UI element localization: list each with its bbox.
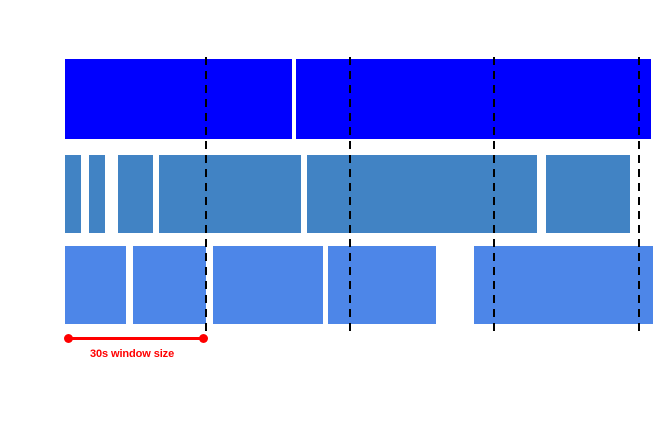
full-audio-track-segment bbox=[65, 59, 292, 139]
measure-line bbox=[68, 337, 203, 340]
window-size-label: 30s window size bbox=[90, 348, 175, 360]
speech-segments-track-segment bbox=[118, 155, 153, 233]
speech-segments-track-segment bbox=[65, 155, 81, 233]
speech-segments-track-segment bbox=[89, 155, 105, 233]
measure-endpoint-right-icon bbox=[198, 334, 208, 343]
window-boundary-dashed-line bbox=[205, 57, 207, 331]
measure-endpoint-left-icon bbox=[63, 334, 73, 343]
window-boundary-dashed-line bbox=[349, 57, 351, 331]
merged-windows-track-segment bbox=[133, 246, 206, 324]
window-boundary-dashed-line bbox=[638, 57, 640, 331]
full-audio-track-segment bbox=[296, 59, 651, 139]
merged-windows-track-segment bbox=[474, 246, 653, 324]
window-boundary-dashed-line bbox=[493, 57, 495, 331]
merged-windows-track-segment bbox=[65, 246, 126, 324]
merged-windows-track-segment bbox=[213, 246, 323, 324]
speech-segments-track-segment bbox=[307, 155, 537, 233]
speech-segments-track-segment bbox=[159, 155, 301, 233]
speech-segments-track-segment bbox=[546, 155, 630, 233]
merged-windows-track-segment bbox=[328, 246, 436, 324]
